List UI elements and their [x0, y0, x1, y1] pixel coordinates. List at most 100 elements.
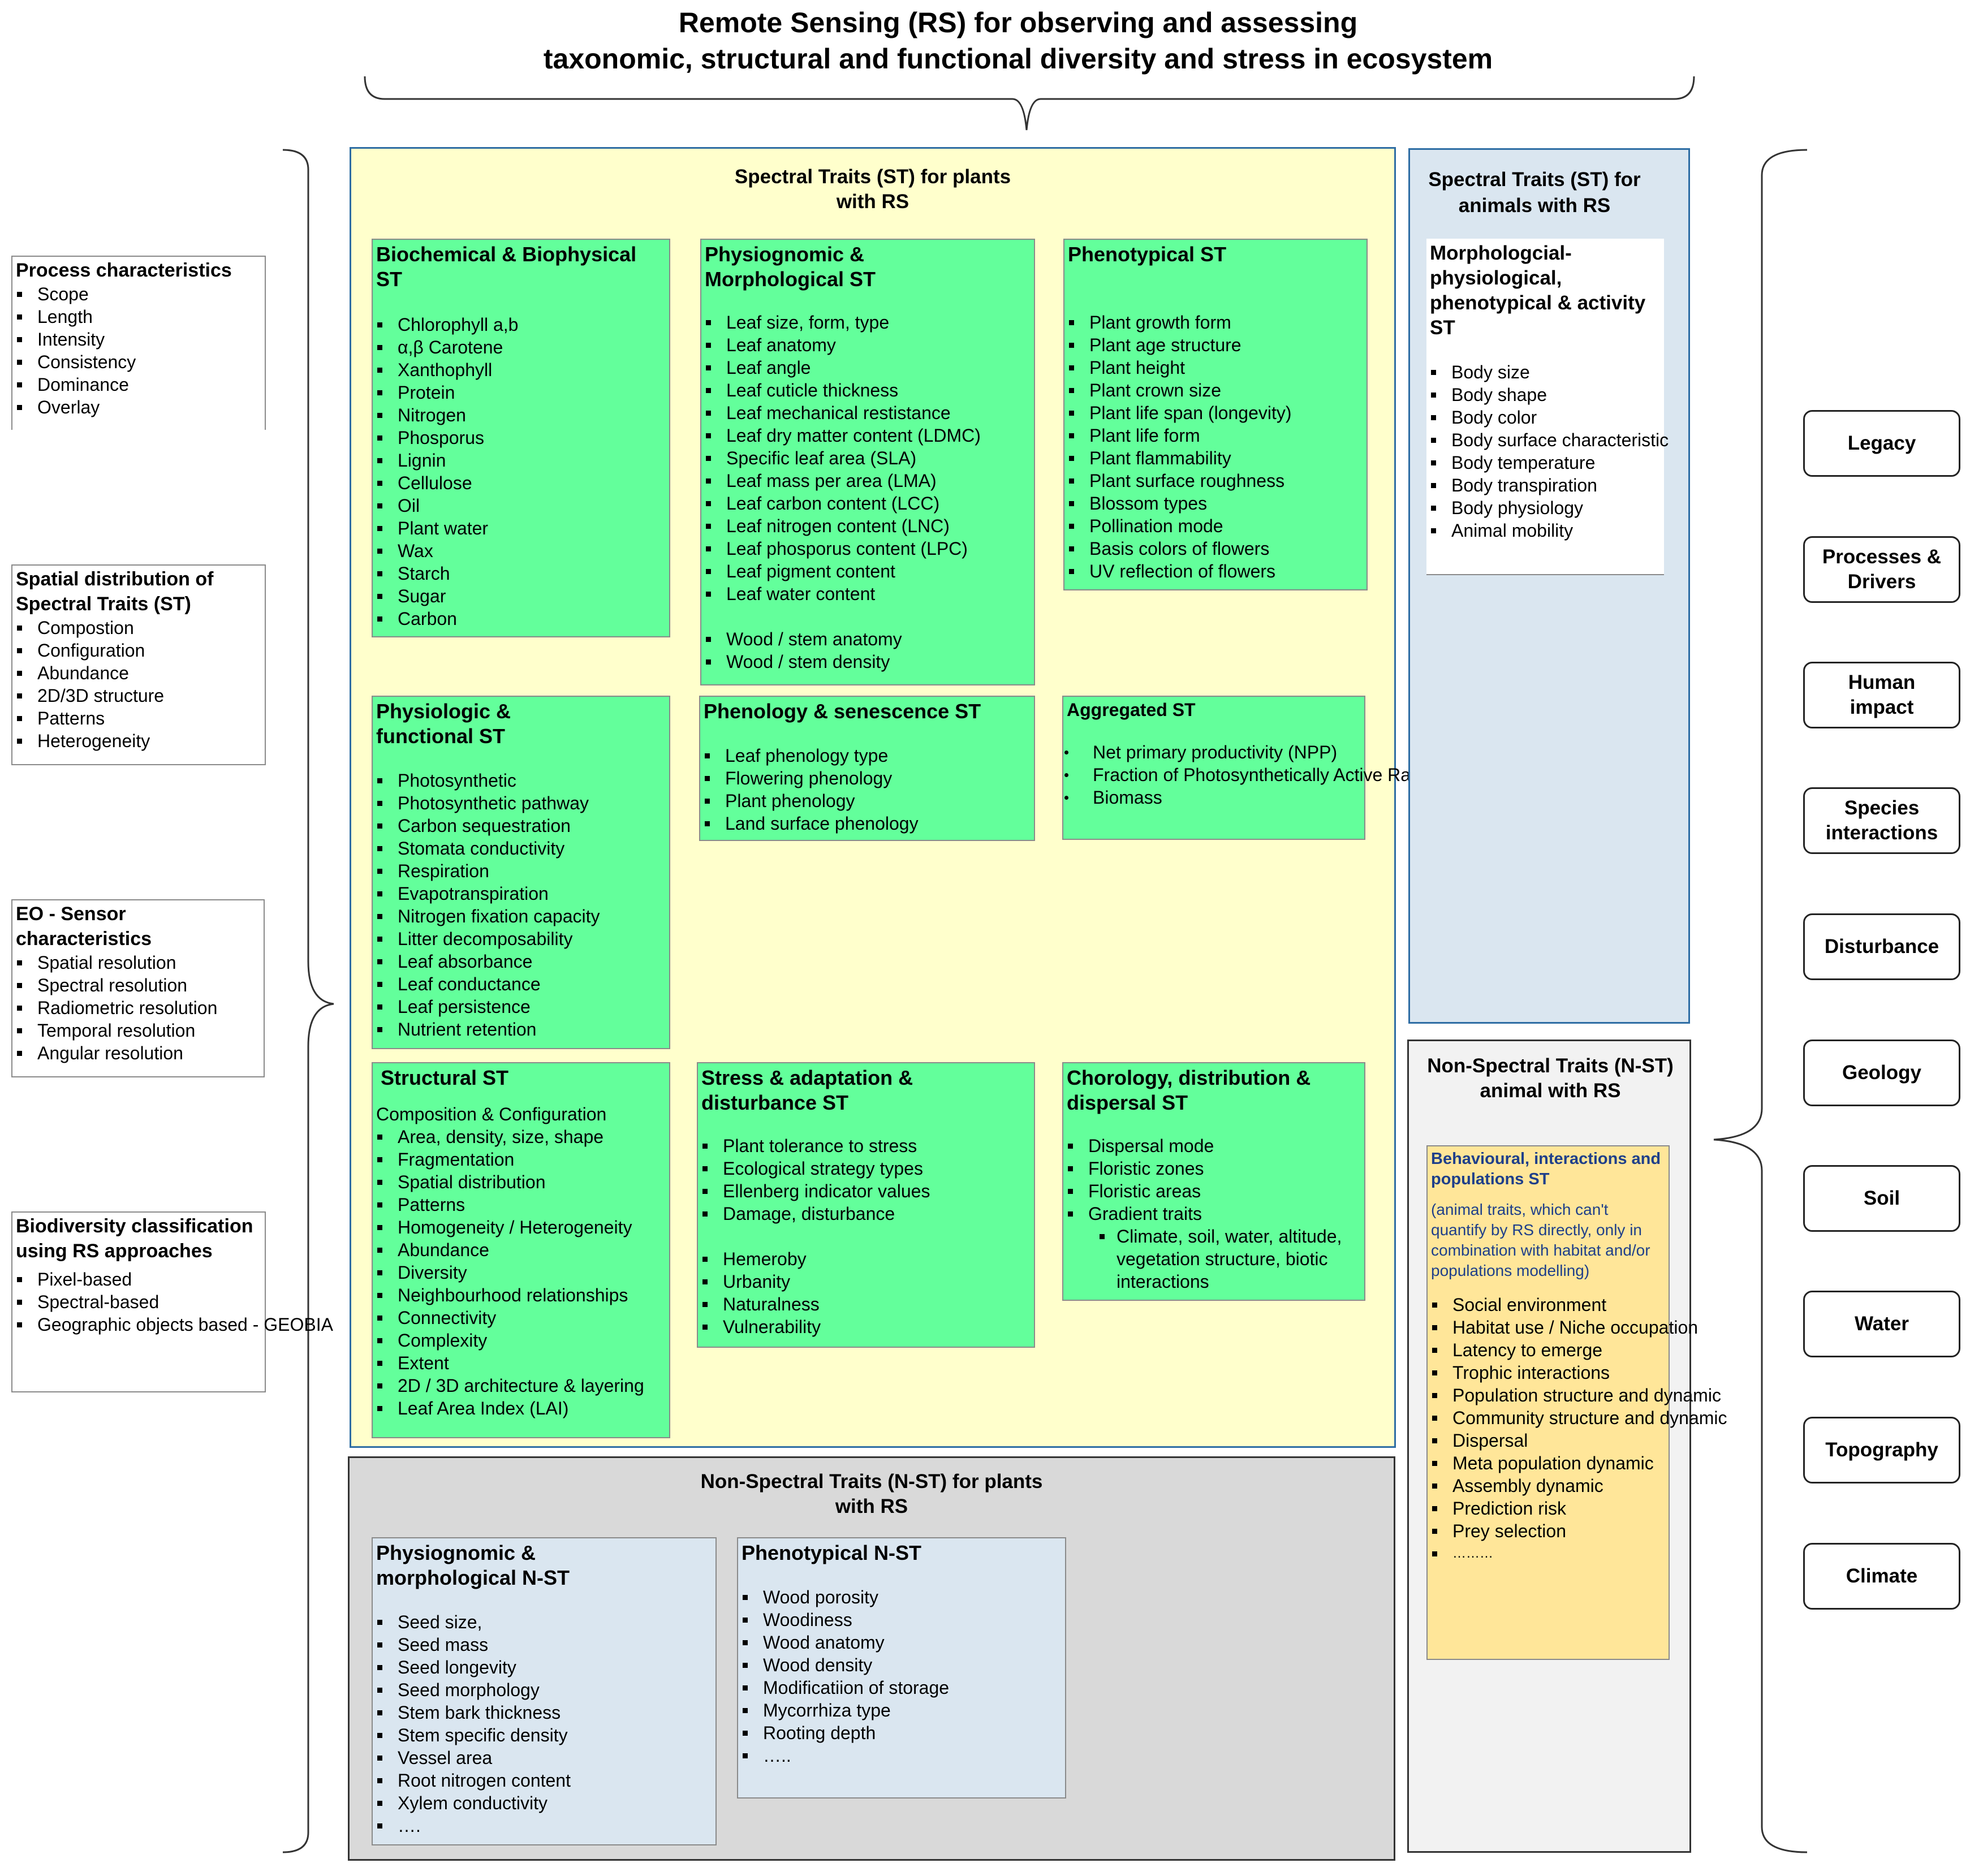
box-title: EO - Sensor characteristics — [16, 903, 152, 950]
list-item: Floristic zones — [1067, 1157, 1364, 1180]
panel-title: Spectral Traits (ST) for animals with RS — [1410, 167, 1659, 219]
list-item: Body shape — [1430, 383, 1664, 406]
box-title: Aggregated ST — [1067, 700, 1196, 720]
list-item: α,β Carotene — [376, 336, 669, 359]
list-item: Respiration — [376, 860, 669, 882]
box-title: Phenology & senescence ST — [704, 700, 981, 723]
processes-drivers-box: Processes & Drivers — [1803, 536, 1960, 603]
list-item: Leaf anatomy — [705, 334, 1034, 356]
list-item: Plant flammability — [1068, 447, 1367, 469]
list-item: Seed longevity — [376, 1656, 715, 1679]
box-title: Physiologic & functional ST — [376, 700, 511, 748]
list-item: Vessel area — [376, 1746, 715, 1769]
list-item: Plant crown size — [1068, 379, 1367, 402]
list-item: Patterns — [16, 707, 265, 730]
spatial-distribution-box: Spatial distribution of Spectral Traits … — [11, 564, 266, 765]
list-item: Plant growth form — [1068, 311, 1367, 334]
panel-title-line-2: animal with RS — [1480, 1080, 1621, 1102]
list-item: Population structure and dynamic — [1431, 1384, 1721, 1407]
box-title: Biochemical & Biophysical ST — [376, 243, 637, 291]
list-item: Leaf pigment content — [705, 560, 1034, 583]
list-item: Social environment — [1431, 1293, 1669, 1316]
list-item: Flowering phenology — [704, 767, 1034, 790]
list-item: Root nitrogen content — [376, 1769, 715, 1792]
list-item: Stomata conductivity — [376, 837, 669, 860]
list-item: Leaf size, form, type — [705, 311, 1034, 334]
list-item: Sugar — [376, 585, 669, 607]
list-item: Seed size, — [376, 1611, 715, 1633]
list-item: Spectral-based — [16, 1291, 265, 1313]
list-item: Diversity — [376, 1261, 669, 1284]
list-item: Gradient traits — [1067, 1202, 1364, 1225]
note-text: (animal traits, which can't quantify by … — [1431, 1201, 1650, 1279]
list-item: Wood density — [742, 1654, 1065, 1676]
list-item: 2D / 3D architecture & layering — [376, 1374, 669, 1397]
panel-title-line-2: with RS — [836, 191, 909, 213]
list-item: Stem bark thickness — [376, 1701, 715, 1724]
box-title: Stress & adaptation & disturbance ST — [701, 1066, 913, 1114]
panel-title-line-1: Spectral Traits (ST) for — [1428, 169, 1641, 191]
geology-box: Geology — [1803, 1040, 1960, 1106]
list-item: Wood anatomy — [742, 1631, 1065, 1654]
list-item: Nutrient retention — [376, 1018, 669, 1041]
title-line-2: taxonomic, structural and functional div… — [543, 43, 1493, 75]
list-item: Ecological strategy types — [701, 1157, 1034, 1180]
structural-box: Structural ST Composition & Configuratio… — [372, 1062, 670, 1438]
list-item: …. — [376, 1814, 715, 1837]
list-item: Body color — [1430, 406, 1664, 429]
panel-title: Spectral Traits (ST) for plants with RS — [351, 165, 1394, 214]
list-item: Latency to emerge — [1431, 1339, 1669, 1361]
list-item: Litter decomposability — [376, 928, 669, 950]
box-title: Spatial distribution of Spectral Traits … — [16, 568, 214, 615]
box-title: Morphologcial-physiological, phenotypica… — [1430, 242, 1646, 339]
list-item: ……… — [1431, 1542, 1669, 1565]
list-item: Body surface characteristic — [1430, 429, 1669, 451]
list-item: Basis colors of flowers — [1068, 537, 1367, 560]
list-item: Abundance — [376, 1239, 669, 1261]
list-item: Lignin — [376, 449, 669, 472]
list-item: Hemeroby — [701, 1248, 1034, 1270]
list-item: Leaf nitrogen content (LNC) — [705, 515, 1034, 537]
panel-title: Non-Spectral Traits (N-ST) animal with R… — [1409, 1054, 1692, 1103]
list-item: Length — [16, 305, 265, 328]
list-item: Radiometric resolution — [16, 997, 264, 1019]
list-item: Leaf Area Index (LAI) — [376, 1397, 669, 1420]
aggregated-box: Aggregated ST Net primary productivity (… — [1062, 696, 1522, 840]
list-item: Body transpiration — [1430, 474, 1664, 497]
eo-sensor-box: EO - Sensor characteristics Spatial reso… — [11, 899, 265, 1077]
water-box: Water — [1803, 1291, 1960, 1357]
list-item: Plant water — [376, 517, 669, 540]
list-item: Phosporus — [376, 426, 669, 449]
box-title: Chorology, distribution & dispersal ST — [1067, 1066, 1311, 1114]
list-item: Body physiology — [1430, 497, 1664, 519]
biochemical-box: Biochemical & Biophysical ST Chlorophyll… — [372, 239, 670, 637]
animal-morphological-box: Morphologcial-physiological, phenotypica… — [1426, 239, 1669, 575]
box-title: Physiognomic & Morphological ST — [705, 243, 876, 291]
list-item: Homogeneity / Heterogeneity — [376, 1216, 669, 1239]
list-item: Temporal resolution — [16, 1019, 264, 1042]
list-item: Overlay — [16, 396, 265, 419]
list-item: Animal mobility — [1430, 519, 1664, 542]
box-title: Behavioural, interactions and population… — [1431, 1150, 1661, 1188]
list-item: Spatial distribution — [376, 1171, 669, 1193]
list-item: Angular resolution — [16, 1042, 264, 1064]
panel-title-line-1: Non-Spectral Traits (N-ST) for plants — [700, 1470, 1043, 1493]
list-item: Configuration — [16, 639, 265, 662]
physiologic-box: Physiologic & functional ST Photosynthet… — [372, 696, 670, 1049]
list-item: Habitat use / Niche occupation — [1431, 1316, 1698, 1339]
list-item: Naturalness — [701, 1293, 1034, 1316]
box-title: Physiognomic & morphological N-ST — [376, 1541, 570, 1589]
list-item: Leaf cuticle thickness — [705, 379, 1034, 402]
list-item: Stem specific density — [376, 1724, 715, 1746]
list-item: Cellulose — [376, 472, 669, 494]
list-item: Vulnerability — [701, 1316, 1034, 1338]
list-item: Compostion — [16, 616, 265, 639]
list-item: Xylem conductivity — [376, 1792, 715, 1814]
legacy-box: Legacy — [1803, 410, 1960, 477]
process-characteristics-box: Process characteristics Scope Length Int… — [11, 256, 266, 430]
nst-phenotypical-box: Phenotypical N-ST Wood porosity Woodines… — [737, 1537, 1066, 1799]
list-item: Plant tolerance to stress — [701, 1135, 1034, 1157]
list-item: Wood / stem density — [705, 650, 1034, 673]
topography-box: Topography — [1803, 1417, 1960, 1483]
list-item: Carbon — [376, 607, 669, 630]
